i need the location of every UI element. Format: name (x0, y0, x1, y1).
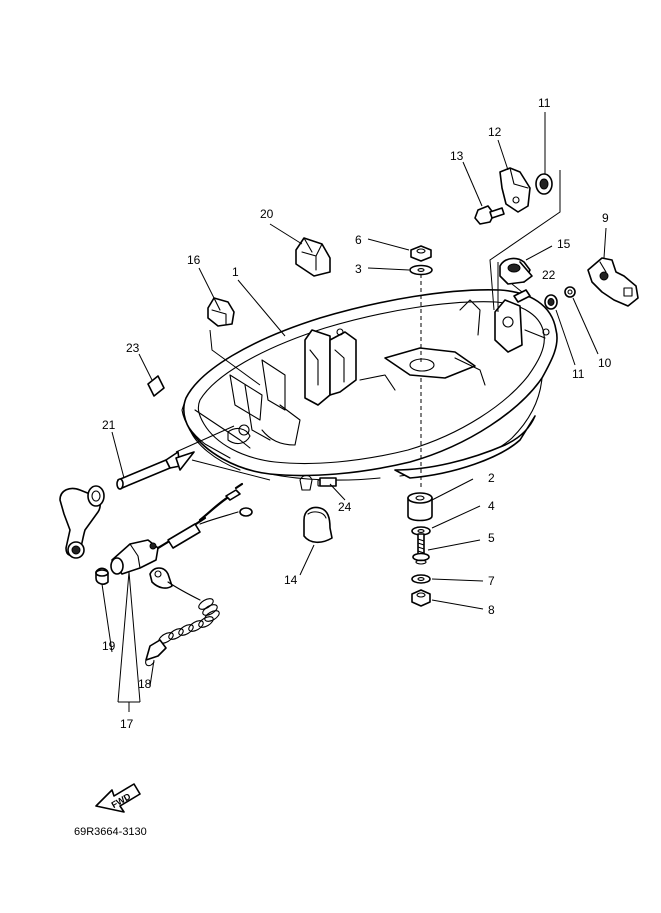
callout-1: 1 (232, 265, 239, 279)
grommet-11-top (535, 173, 553, 195)
bolt-5 (412, 533, 430, 565)
callout-19: 19 (102, 639, 116, 653)
grommet-20 (295, 237, 331, 277)
callout-13: 13 (450, 149, 464, 163)
label-plate-23 (147, 375, 165, 397)
stop-switch-assembly (59, 482, 253, 589)
bracket-12 (499, 167, 531, 213)
cap-19 (95, 567, 109, 585)
lever-15 (499, 257, 533, 285)
grommet-11-side (544, 294, 558, 310)
callout-11-top: 11 (538, 96, 551, 110)
callout-9: 9 (602, 211, 609, 225)
callout-7: 7 (488, 574, 495, 588)
washer-4 (411, 526, 431, 536)
callout-10: 10 (598, 356, 612, 370)
washer-3 (409, 264, 433, 276)
callout-18: 18 (138, 677, 152, 691)
callout-21: 21 (102, 418, 116, 432)
callout-8: 8 (488, 603, 495, 617)
washer-10 (564, 286, 576, 298)
callout-20: 20 (260, 207, 274, 221)
callout-12: 12 (488, 125, 502, 139)
leader-lines (101, 112, 607, 712)
callout-15: 15 (557, 237, 571, 251)
callout-17: 17 (120, 717, 134, 731)
grommet-14 (303, 506, 333, 544)
bottom-cowling (181, 288, 558, 491)
rubber-mount (407, 492, 433, 522)
callout-3: 3 (355, 262, 362, 276)
callout-6: 6 (355, 233, 362, 247)
screw-13 (474, 205, 505, 225)
grommet-16 (207, 297, 235, 327)
nut-6 (410, 245, 432, 262)
plate-24 (319, 477, 337, 487)
handle-9 (587, 257, 639, 307)
nut-8 (411, 589, 431, 607)
callout-11-side: 11 (572, 367, 585, 381)
callout-22: 22 (542, 268, 556, 282)
callout-16: 16 (187, 253, 201, 267)
callout-2: 2 (488, 471, 495, 485)
callout-24: 24 (338, 500, 352, 514)
callout-14: 14 (284, 573, 298, 587)
callout-5: 5 (488, 531, 495, 545)
washer-7 (411, 574, 431, 584)
fwd-arrow: FWD (95, 783, 141, 813)
callout-labels: 1 2 3 4 5 6 7 8 9 10 11 11 12 13 14 15 1… (102, 96, 612, 731)
diagram-part-number: 69R3664-3130 (74, 826, 147, 838)
pin-21 (116, 451, 195, 490)
lanyard-18 (145, 581, 220, 667)
callout-4: 4 (488, 499, 495, 513)
callout-23: 23 (126, 341, 140, 355)
